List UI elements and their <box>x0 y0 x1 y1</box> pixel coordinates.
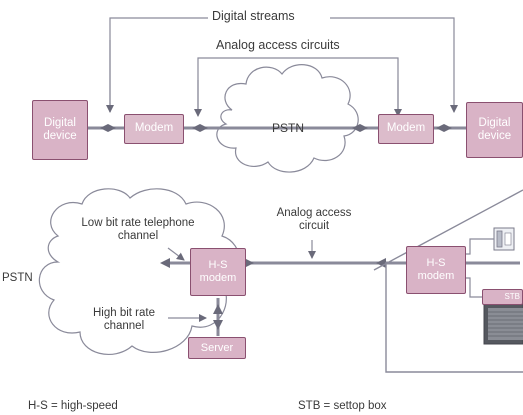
low-bit-rate-label: Low bit rate telephone channel <box>81 217 195 242</box>
hs-modem-left: H-S modem <box>190 248 246 296</box>
top-line-arrows <box>100 124 452 132</box>
tv-icon <box>483 303 523 345</box>
modem-right: Modem <box>378 114 434 144</box>
stb-line <box>465 277 482 298</box>
telephone-icon <box>493 227 515 251</box>
pstn-top-label: PSTN <box>272 121 305 135</box>
analog-access-circuits-label: Analog access circuits <box>216 38 340 52</box>
hs-modem-right: H-S modem <box>406 246 466 294</box>
server-box: Server <box>188 337 246 359</box>
stb-definition: STB = settop box <box>298 400 387 412</box>
hs-definition: H-S = high-speed <box>28 400 118 412</box>
pstn-cloud-top <box>216 64 359 173</box>
pstn-bottom-label: PSTN <box>2 272 33 284</box>
low-bit-rate-pointer <box>167 247 185 261</box>
digital-streams-label: Digital streams <box>212 9 295 23</box>
stb-box: STB <box>482 289 523 305</box>
phone-line <box>465 238 494 255</box>
analog-access-circuit-label: Analog access circuit <box>276 207 352 232</box>
digital-device-right: Digital device <box>466 102 523 158</box>
high-bit-rate-label: High bit rate channel <box>92 307 155 332</box>
modem-left: Modem <box>124 114 184 144</box>
house-outline <box>373 189 523 373</box>
high-bit-rate-arrows <box>213 304 223 330</box>
digital-device-left: Digital device <box>32 100 88 160</box>
